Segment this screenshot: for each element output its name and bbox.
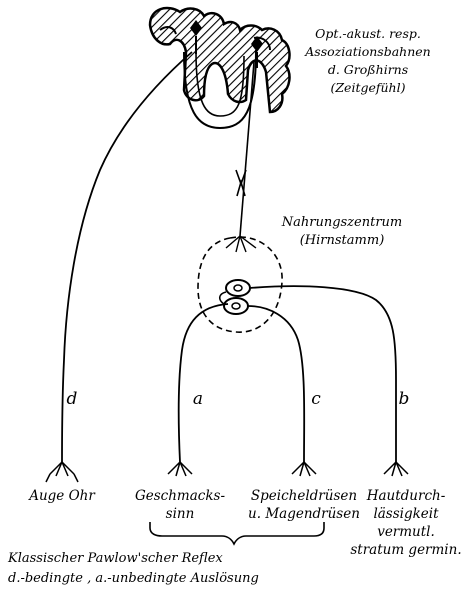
label-speichel: Speicheldrüsen xyxy=(251,488,357,504)
pathway-label-c: c xyxy=(311,389,321,409)
pathway-c xyxy=(248,306,304,462)
reflex-caption-line: d.-bedingte , a.-unbedingte Auslösung xyxy=(8,571,259,586)
label-haut: vermutl. xyxy=(377,524,435,540)
cortex-caption-line: Assoziationsbahnen xyxy=(304,44,430,59)
label-haut: stratum germin. xyxy=(350,542,461,558)
center-caption-line: Nahrungszentrum xyxy=(281,215,403,230)
center-caption-line: (Hirnstamm) xyxy=(300,233,385,248)
label-speichel: u. Magendrüsen xyxy=(248,506,360,522)
cortex-shape xyxy=(150,8,289,112)
center-neuron-lower xyxy=(224,298,248,314)
pathway-label-b: b xyxy=(399,389,410,409)
label-geschmack: Geschmacks- xyxy=(135,488,225,504)
effector-ending-speichel xyxy=(292,462,316,476)
pathway-label-d: d xyxy=(67,389,78,409)
pathway-d xyxy=(62,52,192,462)
cortex-gyri xyxy=(150,8,289,112)
label-haut: Hautdurch- xyxy=(366,488,446,504)
cortex-caption: Opt.-akust. resp. Assoziationsbahnen d. … xyxy=(304,26,430,95)
label-haut: lässigkeit xyxy=(373,506,439,522)
reflex-brace xyxy=(150,522,324,544)
pathway-label-a: a xyxy=(193,389,203,409)
sensory-ending-auge-ohr xyxy=(46,462,78,482)
reflex-caption-line: Klassischer Pawlow'scher Reflex xyxy=(7,551,223,566)
pathway-b xyxy=(250,286,396,462)
label-auge-ohr: Auge Ohr xyxy=(27,488,96,504)
cortex-caption-line: Opt.-akust. resp. xyxy=(315,26,421,41)
cortex-caption-line: (Zeitgefühl) xyxy=(331,80,406,95)
effector-ending-haut xyxy=(384,462,408,476)
label-geschmack: sinn xyxy=(166,506,195,522)
cortex-caption-line: d. Großhirns xyxy=(328,62,408,77)
sensory-ending-geschmack xyxy=(168,462,192,476)
center-neuron-upper xyxy=(226,280,250,296)
